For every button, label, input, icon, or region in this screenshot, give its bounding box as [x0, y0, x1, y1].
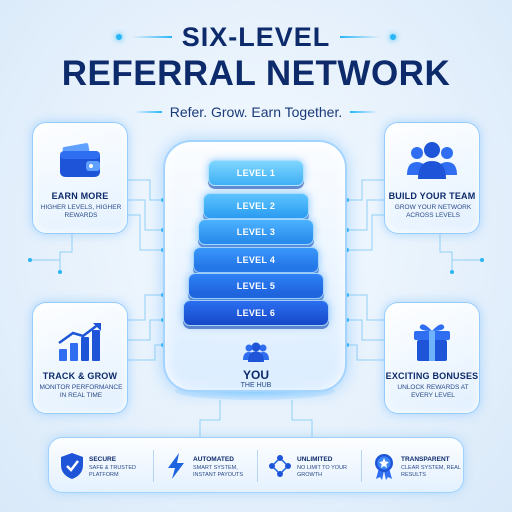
title-line-right: [340, 36, 381, 38]
badge-star-icon: [375, 454, 393, 480]
title-top: SIX-LEVEL: [181, 22, 331, 52]
feature-desc: SMART SYSTEM, INSTANT PAYOUTS: [193, 465, 244, 478]
tagline-row: Refer. Grow. Earn Together.: [0, 104, 512, 120]
team-icon: [385, 141, 479, 183]
title-dot-right: [390, 34, 397, 40]
feature-desc: SAFE & TRUSTED PLATFORM: [89, 465, 136, 478]
level-1: LEVEL 1: [208, 160, 304, 186]
feature-divider: [257, 450, 258, 482]
tagline-line-right: [350, 111, 379, 113]
feature-title: UNLIMITED: [297, 456, 333, 463]
card-title: EARN MORE: [51, 191, 109, 201]
feature-unlimited: UNLIMITED NO LIMIT TO YOUR GROWTH: [257, 438, 361, 494]
level-6: LEVEL 6: [183, 300, 329, 326]
card-desc: UNLOCK REWARDS AT EVERY LEVEL: [397, 384, 469, 399]
tagline: Refer. Grow. Earn Together.: [169, 104, 343, 120]
shield-check-icon: [61, 453, 83, 479]
feature-transparent: TRANSPARENT CLEAR SYSTEM, REAL RESULTS: [361, 438, 465, 494]
card-earn-more: EARN MORE HIGHER LEVELS, HIGHER REWARDS: [32, 122, 128, 234]
feature-divider: [361, 450, 362, 482]
feature-desc: NO LIMIT TO YOUR GROWTH: [297, 465, 348, 478]
card-desc: MONITOR PERFORMANCE IN REAL TIME: [39, 384, 123, 399]
card-track-grow: TRACK & GROW MONITOR PERFORMANCE IN REAL…: [32, 302, 128, 414]
card-build-team: BUILD YOUR TEAM GROW YOUR NETWORK ACROSS…: [384, 122, 480, 234]
feature-title: SECURE: [89, 456, 117, 463]
feature-automated: AUTOMATED SMART SYSTEM, INSTANT PAYOUTS: [153, 438, 257, 494]
feature-title: AUTOMATED: [193, 456, 234, 463]
header: SIX-LEVEL REFERRAL NETWORK Refer. Grow. …: [0, 22, 512, 120]
level-2: LEVEL 2: [203, 193, 309, 219]
card-title: TRACK & GROW: [42, 371, 118, 381]
title-line-left: [131, 36, 172, 38]
lightning-icon: [168, 453, 184, 479]
people-icon: [243, 342, 269, 362]
card-title: EXCITING BONUSES: [385, 371, 479, 381]
level-3: LEVEL 3: [198, 219, 314, 245]
title-dot-left: [115, 34, 122, 40]
gift-icon: [385, 321, 479, 363]
page-title: REFERRAL NETWORK: [61, 54, 451, 93]
growth-chart-icon: [33, 321, 127, 363]
card-exciting-bonuses: EXCITING BONUSES UNLOCK REWARDS AT EVERY…: [384, 302, 480, 414]
level-4: LEVEL 4: [193, 247, 319, 273]
card-title: BUILD YOUR TEAM: [388, 191, 476, 201]
wallet-icon: [33, 141, 127, 183]
card-desc: HIGHER LEVELS, HIGHER REWARDS: [40, 204, 122, 219]
card-desc: GROW YOUR NETWORK ACROSS LEVELS: [394, 204, 472, 219]
feature-title: TRANSPARENT: [401, 456, 450, 463]
features-bar: SECURE SAFE & TRUSTED PLATFORM AUTOMATED…: [48, 437, 464, 493]
hub-sublabel: THE HUB: [240, 382, 272, 389]
tagline-line-left: [133, 111, 162, 113]
feature-divider: [153, 450, 154, 482]
network-nodes-icon: [269, 455, 291, 477]
title-top-row: SIX-LEVEL: [0, 22, 512, 52]
level-5: LEVEL 5: [188, 273, 324, 299]
feature-desc: CLEAR SYSTEM, REAL RESULTS: [401, 465, 461, 478]
feature-secure: SECURE SAFE & TRUSTED PLATFORM: [49, 438, 153, 494]
hub-you-label: YOU: [242, 368, 269, 382]
